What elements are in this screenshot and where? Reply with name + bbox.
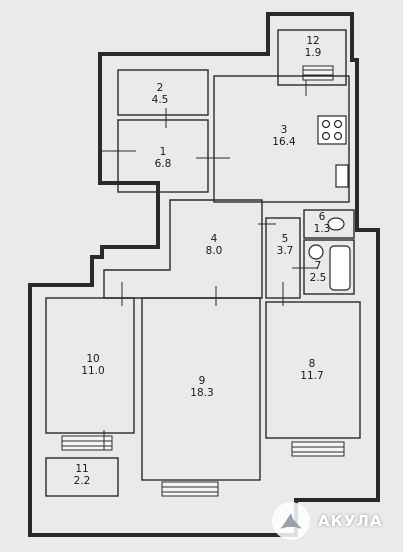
svg-text:11: 11 [75, 463, 88, 475]
toilet-icon [327, 217, 345, 231]
svg-text:6: 6 [319, 211, 326, 223]
svg-text:3: 3 [281, 124, 288, 136]
svg-text:4.5: 4.5 [152, 94, 169, 106]
room-label-8: 8 11.7 [300, 358, 323, 382]
svg-text:12: 12 [306, 35, 319, 47]
room-10-outline [45, 297, 135, 434]
room-1-outline [117, 119, 209, 193]
room-label-9: 9 18.3 [190, 375, 213, 399]
room-3-outline [213, 75, 350, 203]
room-7-outline [303, 239, 355, 295]
bathtub-icon [329, 245, 351, 291]
window-room-8 [291, 441, 345, 457]
svg-text:11.0: 11.0 [81, 365, 104, 377]
svg-text:4: 4 [211, 233, 218, 245]
svg-text:18.3: 18.3 [190, 387, 213, 399]
svg-text:11.7: 11.7 [300, 370, 323, 382]
room-6-outline [303, 209, 355, 239]
room-label-2: 2 4.5 [152, 82, 169, 106]
svg-text:2: 2 [157, 82, 164, 94]
outer-wall [28, 12, 380, 537]
room-label-5: 5 3.7 [277, 233, 294, 257]
stove-icon [317, 115, 347, 145]
room-8-outline [265, 301, 361, 439]
svg-text:2.5: 2.5 [310, 272, 327, 284]
room-label-3: 3 16.4 [272, 124, 296, 148]
sink-icon [335, 164, 349, 188]
window-room-9 [161, 481, 219, 497]
watermark-brand-text: АКУЛА [318, 512, 383, 530]
svg-text:1.3: 1.3 [314, 223, 331, 235]
room-label-6: 6 1.3 [314, 211, 331, 235]
svg-text:8.0: 8.0 [206, 245, 223, 257]
room-label-1: 1 6.8 [155, 146, 172, 170]
watermark-logo: АКУЛА [272, 496, 396, 546]
room-label-10: 10 11.0 [81, 353, 104, 377]
svg-text:7: 7 [315, 260, 322, 272]
room-9-outline [141, 297, 261, 481]
balcony-12-outline [277, 29, 347, 86]
balcony-11-outline [45, 457, 119, 497]
room-label-7: 7 2.5 [310, 260, 327, 284]
svg-text:3.7: 3.7 [277, 245, 294, 257]
svg-text:9: 9 [199, 375, 206, 387]
shark-fin-icon [272, 502, 310, 540]
window-balcony-12 [302, 65, 334, 81]
svg-text:5: 5 [282, 233, 289, 245]
washbasin-icon [308, 244, 324, 260]
room-2-outline [117, 69, 209, 116]
svg-text:1.9: 1.9 [305, 47, 322, 59]
room-label-4: 4 8.0 [206, 233, 223, 257]
svg-text:1: 1 [160, 146, 167, 158]
svg-text:2.2: 2.2 [74, 475, 91, 487]
svg-text:8: 8 [309, 358, 316, 370]
svg-text:10: 10 [86, 353, 99, 365]
svg-text:6.8: 6.8 [155, 158, 172, 170]
room-label-12: 12 1.9 [305, 35, 322, 59]
room-label-11: 11 2.2 [74, 463, 91, 487]
svg-text:16.4: 16.4 [272, 136, 296, 148]
